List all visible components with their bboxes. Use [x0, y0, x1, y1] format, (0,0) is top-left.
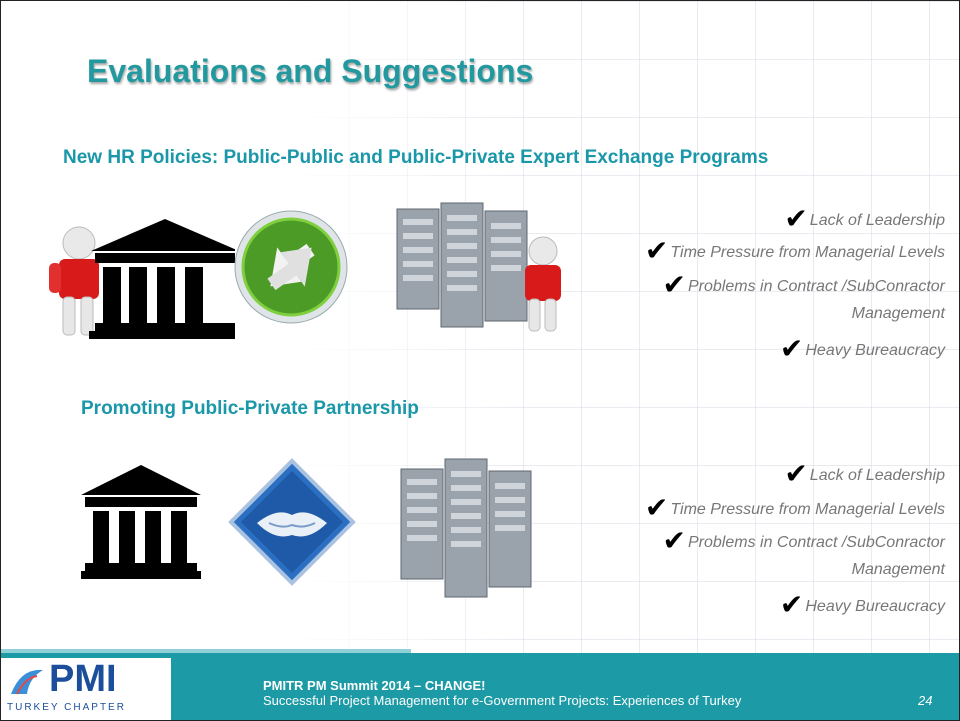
footer-accent-line [1, 649, 411, 654]
item-label: Management [851, 561, 945, 578]
item-label: Lack of Leadership [809, 212, 945, 229]
item-label: Heavy Bureaucracy [805, 598, 945, 615]
item-label: Time Pressure from Managerial Levels [670, 501, 945, 518]
pmi-bird-icon [11, 669, 43, 695]
handshake-icon [228, 458, 356, 586]
slide-title: Evaluations and Suggestions [87, 53, 534, 89]
footer-presentation-title: Successful Project Management for e-Gove… [263, 693, 742, 708]
footer-event-title: PMITR PM Summit 2014 – CHANGE! [263, 678, 486, 693]
section2-item-management: Management [852, 561, 945, 579]
item-label: Time Pressure from Managerial Levels [670, 244, 945, 261]
exchange-arrows-icon [234, 210, 348, 324]
section1-item-heavy-bureaucracy: ✔Heavy Bureaucracy [780, 335, 945, 363]
section1-item-problems-contract: ✔Problems in Contract /SubConractor [663, 271, 945, 299]
checkmark-icon: ✔ [779, 589, 804, 620]
pmi-logo: PMI TURKEY CHAPTER [1, 658, 171, 720]
checkmark-icon: ✔ [784, 203, 808, 234]
government-building-icon [81, 465, 201, 579]
section2-item-problems-contract: ✔Problems in Contract /SubConractor [663, 527, 945, 555]
checkmark-icon: ✔ [784, 458, 808, 489]
checkmark-icon: ✔ [662, 525, 686, 556]
section1-item-time-pressure: ✔Time Pressure from Managerial Levels [645, 237, 945, 265]
item-label: Heavy Bureaucracy [805, 342, 945, 359]
person-government-building-icon [49, 219, 235, 339]
section2-item-time-pressure: ✔Time Pressure from Managerial Levels [645, 494, 945, 522]
item-label: Management [851, 305, 945, 322]
section2-heading: Promoting Public-Private Partnership [81, 398, 419, 419]
page-number: 24 [918, 693, 933, 708]
logo-text: PMI [49, 658, 117, 700]
item-label: Problems in Contract /SubConractor [688, 534, 945, 551]
office-buildings-icon [400, 458, 532, 598]
section1-item-lack-of-leadership: ✔Lack of Leadership [784, 205, 945, 233]
item-label: Problems in Contract /SubConractor [688, 278, 945, 295]
section2-item-heavy-bureaucracy: ✔Heavy Bureaucracy [780, 591, 945, 619]
checkmark-icon: ✔ [779, 333, 804, 364]
office-buildings-person-icon [396, 202, 561, 332]
section2-item-lack-of-leadership: ✔Lack of Leadership [784, 460, 945, 488]
checkmark-icon: ✔ [644, 492, 669, 523]
item-label: Lack of Leadership [809, 467, 945, 484]
section1-heading: New HR Policies: Public-Public and Publi… [63, 147, 769, 168]
logo-subtext: TURKEY CHAPTER [7, 702, 126, 713]
checkmark-icon: ✔ [662, 269, 686, 300]
background-fade [1, 1, 521, 720]
section1-item-management: Management [852, 305, 945, 323]
checkmark-icon: ✔ [644, 235, 669, 266]
